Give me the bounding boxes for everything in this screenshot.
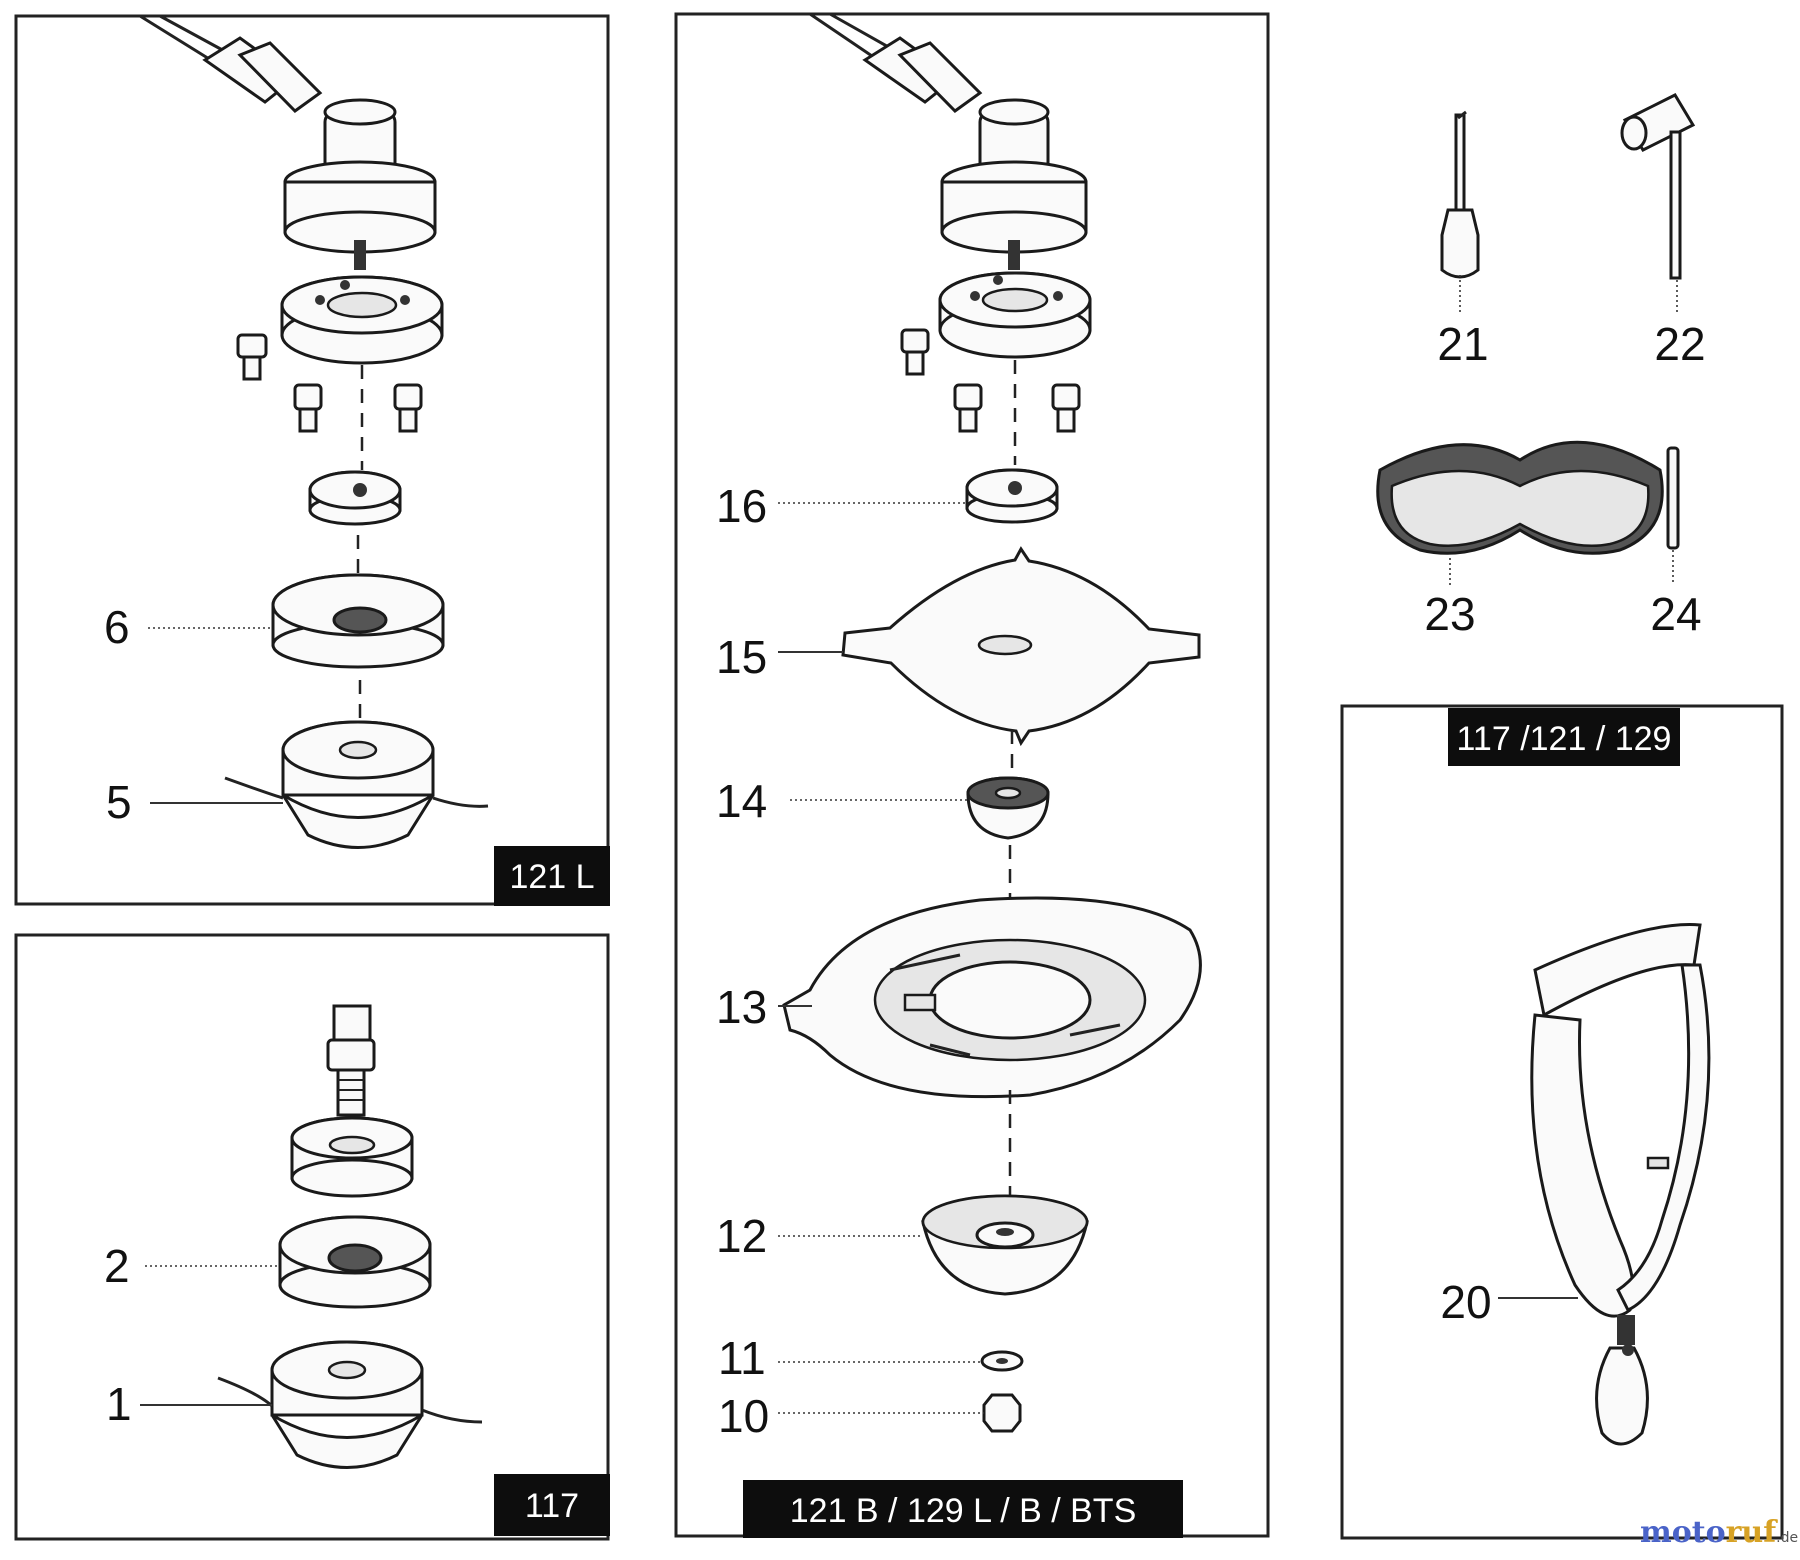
panel-121l: 6 5 121 L <box>14 14 610 906</box>
callout-6: 6 <box>104 601 130 653</box>
tool-pin: 24 <box>1650 446 1702 640</box>
watermark: motoruf.de <box>1640 1515 1798 1550</box>
callout-14: 14 <box>716 775 767 827</box>
guard-icon <box>782 896 1202 1099</box>
blade-icon <box>841 546 1201 747</box>
callout-10: 10 <box>718 1390 769 1442</box>
bolt-icon <box>236 333 423 433</box>
callout-23: 23 <box>1424 588 1475 640</box>
spool-cap-icon <box>271 573 445 669</box>
svg-text:121 B / 129 L / B / BTS: 121 B / 129 L / B / BTS <box>790 1492 1137 1530</box>
callout-24: 24 <box>1650 588 1701 640</box>
gearbox-icon <box>283 98 437 270</box>
callout-15: 15 <box>716 631 767 683</box>
callout-12: 12 <box>716 1210 767 1262</box>
bolt-icon <box>900 328 1081 433</box>
badge-121b: 121 B / 129 L / B / BTS <box>743 1480 1183 1538</box>
badge-117: 117 <box>494 1474 610 1536</box>
callout-21: 21 <box>1437 318 1488 370</box>
spanner-icon <box>1620 93 1696 280</box>
screwdriver-icon <box>1440 110 1480 279</box>
threaded-shaft-icon <box>326 1004 376 1117</box>
spool-cap-icon <box>278 1215 432 1309</box>
nut-icon <box>982 1393 1022 1433</box>
spool-head-icon <box>217 1340 483 1469</box>
flange-icon <box>280 275 444 365</box>
panel-harness: 117 /121 / 129 20 <box>1340 704 1784 1540</box>
gearbox-icon <box>940 98 1088 270</box>
callout-5: 5 <box>106 776 132 828</box>
callout-22: 22 <box>1654 318 1705 370</box>
thrust-washer-icon <box>308 470 402 526</box>
panel-121b: 16 15 14 13 12 11 10 121 B / 129 L / B /… <box>674 12 1270 1538</box>
callout-11: 11 <box>718 1332 766 1384</box>
trimmer-shaft-icon <box>139 14 323 113</box>
tool-spanner: 22 <box>1620 93 1706 370</box>
thrust-cup-icon <box>290 1116 414 1198</box>
callout-16: 16 <box>716 480 767 532</box>
callout-20: 20 <box>1440 1276 1491 1328</box>
callout-13: 13 <box>716 981 767 1033</box>
tool-screwdriver: 21 <box>1437 110 1489 370</box>
pin-icon <box>1666 446 1680 550</box>
harness-icon <box>1530 923 1711 1446</box>
flange-icon <box>938 271 1092 359</box>
spool-head-icon <box>224 720 489 849</box>
trimmer-shaft-icon <box>809 12 983 113</box>
svg-text:117 /121 / 129: 117 /121 / 129 <box>1457 720 1672 758</box>
thrust-washer-icon <box>965 468 1059 524</box>
tool-goggles: 23 <box>1376 440 1664 640</box>
washer-icon <box>980 1350 1024 1372</box>
badge-121l: 121 L <box>494 846 610 906</box>
svg-text:motoruf.de: motoruf.de <box>1640 1515 1798 1550</box>
nut-washer-icon <box>966 776 1050 840</box>
svg-text:117: 117 <box>525 1487 579 1525</box>
guard-cup-icon <box>921 1194 1089 1296</box>
callout-2: 2 <box>104 1240 130 1292</box>
badge-harness: 117 /121 / 129 <box>1448 708 1680 766</box>
panel-117: 2 1 117 <box>14 933 610 1541</box>
callout-1: 1 <box>106 1378 132 1430</box>
goggles-icon <box>1376 440 1664 555</box>
svg-text:121 L: 121 L <box>509 858 594 896</box>
